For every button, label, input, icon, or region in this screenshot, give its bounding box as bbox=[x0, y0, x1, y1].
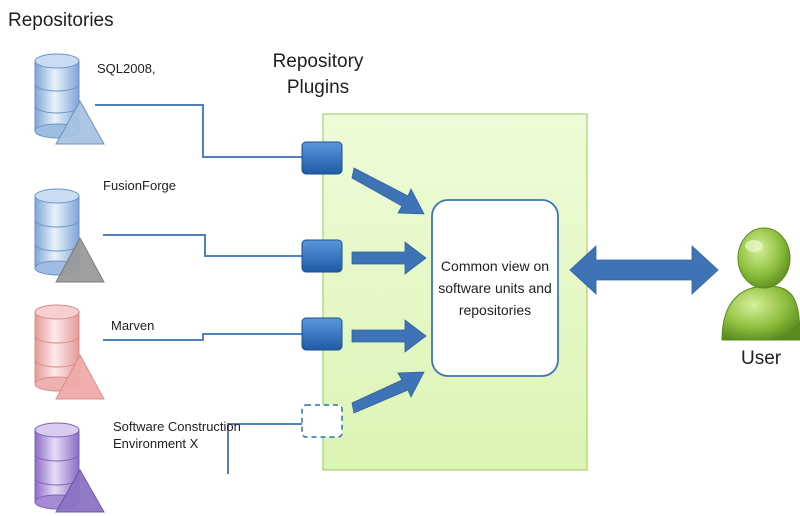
user-icon bbox=[721, 227, 800, 341]
repo-label-marven: Marven bbox=[111, 318, 155, 333]
connector-sce bbox=[227, 423, 303, 474]
repository-plugins-title: Repository Plugins bbox=[272, 51, 364, 98]
repo-label-software-construction-environment: Software Construction Environment X bbox=[113, 419, 241, 451]
connector-sql bbox=[95, 104, 303, 158]
database-icon bbox=[34, 422, 105, 513]
database-icon bbox=[34, 188, 105, 283]
common-view-box bbox=[431, 199, 559, 377]
arrow-plugin-3 bbox=[351, 319, 427, 353]
double-arrow bbox=[569, 245, 719, 295]
user-label: User bbox=[741, 348, 782, 369]
arrow-plugin-2 bbox=[351, 241, 427, 275]
plugin-box bbox=[301, 141, 343, 175]
database-icon bbox=[34, 53, 105, 145]
arrow-plugin-4 bbox=[351, 371, 425, 414]
connector-marven bbox=[103, 333, 303, 341]
connector-fusionforge bbox=[103, 234, 303, 257]
repo-label-sql2008: SQL2008, bbox=[97, 61, 156, 76]
database-icon bbox=[34, 304, 105, 400]
plugin-box bbox=[301, 239, 343, 273]
plugin-placeholder-box bbox=[301, 404, 343, 438]
common-view-text: Common view on software units and reposi… bbox=[438, 258, 552, 318]
repositories-title: Repositories bbox=[8, 10, 114, 31]
plugin-box bbox=[301, 317, 343, 351]
repo-label-fusionforge: FusionForge bbox=[103, 178, 176, 193]
arrow-plugin-1 bbox=[351, 167, 425, 215]
